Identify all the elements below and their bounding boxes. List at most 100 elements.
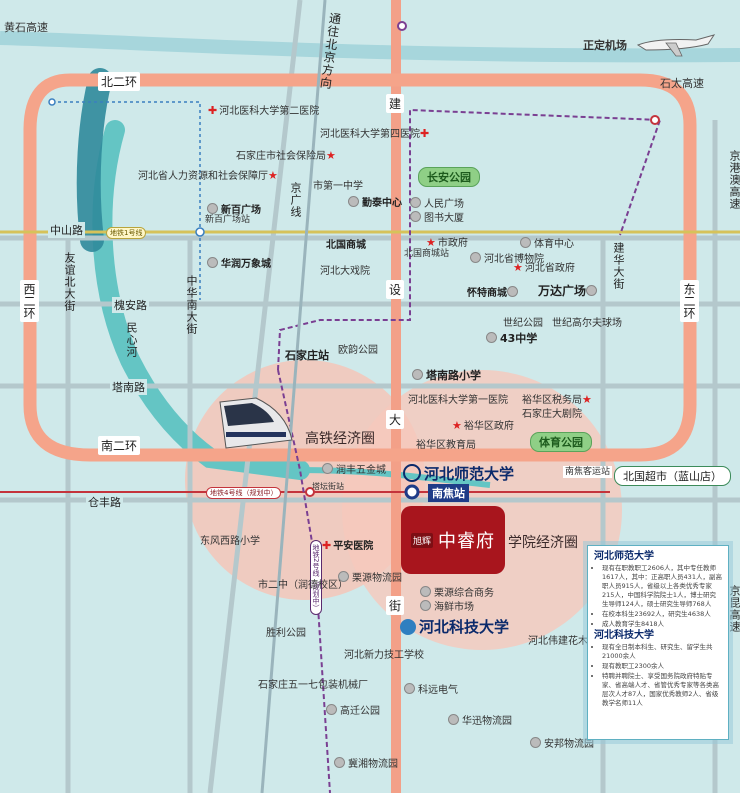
airplane-icon [636,34,716,57]
shitai-highway-label: 石太高速 [660,77,704,90]
south-ring-label: 南二环 [98,436,141,455]
east-ring-label: 东二环 [680,280,699,322]
metro-line2-tag: 地铁2号线（规划中） [310,540,322,616]
government-icon: ★ [326,149,336,162]
tanan-school-label: 塔南路小学 [412,369,481,382]
poi-dot-icon [207,203,218,214]
info-item: 成人教育学生8418人 [602,620,722,629]
poi-dot-icon [520,237,531,248]
xinli-school-label: 河北新力技工学校 [344,650,424,661]
keyuan-electric-label: 科远电气 [404,683,458,697]
hospital1-label: 河北医科大学第一医院 [408,395,508,406]
poi-dot-icon [507,286,518,297]
no2-school-label: 市二中（润德校区） [258,580,348,591]
jianshe-char-1: 建 [386,94,405,113]
north-ring-label: 北二环 [98,72,141,91]
huaian-road-label: 槐安路 [112,297,149,313]
hospital4-label: 河北医科大学第四医院✚ [320,127,430,141]
jianhua-street-label: 建华大街 [612,242,625,290]
poi-dot-icon [338,571,349,582]
metro-line4-tag: 地铁4号线（规划中） [206,487,282,499]
wanda-plaza-label: 万达广场 [538,285,600,297]
yuhua-education-label: 裕华区教育局 [416,440,476,451]
poi-dot-icon [410,197,421,208]
hebei-normal-university-label: 河北师范大学 [403,463,514,484]
jianshe-char-3: 大 [386,410,405,429]
university-info-card: 河北师范大学 现有在职教职工2606人，其中专任教师1617人，其中：正高职人员… [587,545,729,740]
changan-park: 长安公园 [418,167,480,187]
government-icon: ★ [426,236,436,249]
nanjiao-bus-station-label: 南焦客运站 [563,466,613,478]
liyuan-logistics-label: 栗源物流园 [338,571,402,585]
liyuan-business-label: 栗源综合商务 [420,586,494,600]
jianshe-char-4: 街 [386,596,405,615]
century-golf-label: 世纪高尔夫球场 [552,318,622,329]
poi-dot-icon [410,211,421,222]
poi-dot-icon [207,257,218,268]
info-card-list-tech: 现有全日制本科生、研究生、留学生共21000余人 现有教职工2300余人 特聘并… [594,643,722,708]
zhongshan-road-label: 中山路 [48,222,85,238]
west-ring-label: 西二环 [20,280,39,322]
ouyun-park-label: 欧韵公园 [338,345,378,356]
huaite-mall-label: 怀特商城 [467,286,521,300]
hospital-icon: ✚ [420,127,430,140]
poi-dot-icon [586,285,598,296]
minxin-river-label: 民心河 [125,322,138,358]
info-card-title-normal: 河北师范大学 [594,551,654,562]
jingguang-line-label: 京广线 [289,182,302,218]
government-icon: ★ [268,169,278,182]
gaoqian-park-label: 高迁公园 [326,704,380,718]
grand-theater-label: 石家庄大剧院 [522,409,582,420]
renmin-square-label: 人民广场 [410,197,464,211]
nanjiao-station-label: 南焦站 [428,484,469,502]
dahuiyuan-theater-label: 河北大戏院 [320,266,370,277]
project-zhongrui-fu[interactable]: 旭辉 中睿府 [401,506,505,574]
government-icon: ★ [582,393,592,406]
taotan-street-station-label: 塔坛街站 [312,482,344,491]
jingkun-highway-label: 京昆高速 [728,585,740,633]
xinbai-plaza-label: 新百广场 [207,203,261,217]
youyi-street-label: 友谊北大街 [63,252,76,312]
jianshe-char-2: 设 [386,280,405,299]
pingan-hospital-label: ✚平安医院 [322,539,374,553]
government-icon: ★ [513,261,523,274]
hospital-icon: ✚ [322,539,332,552]
info-item: 现有在职教职工2606人，其中专任教师1617人，其中：正高职人员431人，副高… [602,564,722,609]
government-icon: ★ [452,419,462,432]
poi-dot-icon [322,463,333,474]
no1-middle-school-label: 市第一中学 [313,181,363,192]
airport-label: 正定机场 [583,39,627,52]
517-factory-label: 石家庄五一七包装机械厂 [258,680,368,691]
anbang-logistics-label: 安邦物流园 [530,737,594,751]
hebei-tech-university-label: 河北科技大学 [400,616,509,637]
poi-dot-icon [486,332,497,343]
project-name: 中睿府 [438,531,495,552]
seafood-market-label: 海鲜市场 [420,600,474,614]
metro-line1-tag: 地铁1号线 [106,227,147,239]
cangfeng-road-label: 仓丰路 [86,494,123,510]
provincial-government-label: ★河北省政府 [513,261,575,275]
jixiang-logistics-label: 冀湘物流园 [334,757,398,771]
project-brand-tag: 旭辉 [410,532,433,548]
runfeng-hardware-label: 润丰五金城 [322,463,386,477]
poi-dot-icon [348,196,359,207]
poi-dot-icon [470,252,481,263]
provincial-museum-label: 河北省博物院 [470,252,544,266]
sports-center-label: 体育中心 [520,237,574,251]
poi-dot-icon [404,683,415,694]
xueyuan-zone-label: 学院经济圈 [508,535,578,551]
yuhua-tax-label: 裕华区税务局★ [522,393,592,407]
huaxun-logistics-label: 华迅物流园 [448,714,512,728]
beiguo-station-label: 北国商城站 [404,249,450,259]
gaotie-zone-label: 高铁经济圈 [305,431,375,447]
no43-school-label: 43中学 [486,332,537,345]
book-building-label: 图书大厦 [410,211,464,225]
city-government-label: ★市政府 [426,236,468,250]
poi-dot-icon [420,586,431,597]
poi-dot-icon [326,704,337,715]
beiguo-mall-label: 北国商城 [326,240,366,251]
huangshi-highway-label: 黄石高速 [4,21,48,34]
century-park-label: 世纪公园 [503,318,543,329]
info-card-list-normal: 现有在职教职工2606人，其中专任教师1617人，其中：正高职人员431人，副高… [594,564,722,629]
